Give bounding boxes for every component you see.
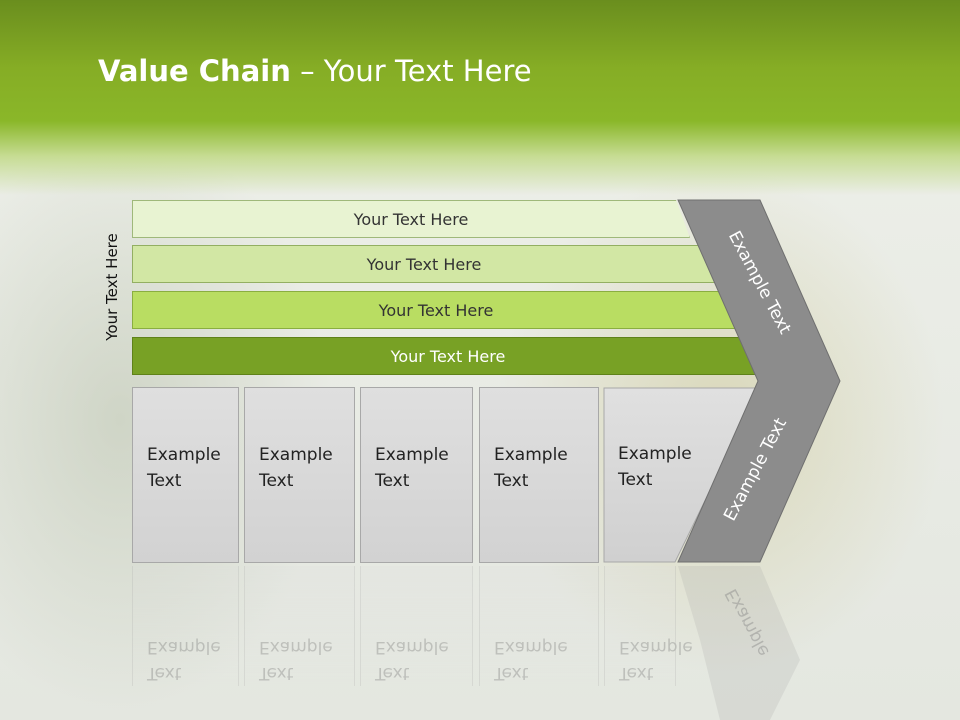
header-band <box>0 0 960 195</box>
example-column-4: Example Text <box>479 387 599 563</box>
reflection-line: Text <box>619 663 654 683</box>
value-bar-4: Your Text Here <box>132 337 764 375</box>
column-2-line1: Example <box>259 445 333 465</box>
title-bold: Value Chain <box>98 54 291 88</box>
column-1-reflection: Text Example <box>132 566 239 686</box>
column-4-line2: Text <box>494 471 529 491</box>
reflection-line: Text <box>147 663 182 683</box>
column-3-reflection: Text Example <box>360 566 473 686</box>
chevron-reflection <box>678 566 800 720</box>
example-column-5: Example Text <box>618 441 692 493</box>
example-column-3: Example Text <box>360 387 473 563</box>
column-4-reflection: Text Example <box>479 566 599 686</box>
value-bar-2: Your Text Here <box>132 245 716 283</box>
slide-title: Value Chain – Your Text Here <box>98 54 532 88</box>
column-3-line1: Example <box>375 445 449 465</box>
column-5-line2: Text <box>618 470 653 490</box>
reflection-line: Example <box>147 637 221 657</box>
title-rest: – Your Text Here <box>290 54 532 88</box>
reflection-line: Example <box>259 637 333 657</box>
example-column-2: Example Text <box>244 387 355 563</box>
example-column-5-shape <box>603 387 761 563</box>
column-5-reflection: Text Example <box>604 566 693 686</box>
column-1-line1: Example <box>147 445 221 465</box>
column-3-line2: Text <box>375 471 410 491</box>
value-bar-1: Your Text Here <box>132 200 690 238</box>
chevron-arrow <box>677 199 841 563</box>
reflection-line: Example <box>619 637 693 657</box>
reflection-line: Text <box>494 663 529 683</box>
column-1-line2: Text <box>147 471 182 491</box>
column-2-line2: Text <box>259 471 294 491</box>
reflection-line: Example <box>494 637 568 657</box>
value-bar-3: Your Text Here <box>132 291 740 329</box>
reflection-line: Example <box>375 637 449 657</box>
example-column-1: Example Text <box>132 387 239 563</box>
column-4-line1: Example <box>494 445 568 465</box>
reflection-line: Text <box>259 663 294 683</box>
column-5-line1: Example <box>618 444 692 464</box>
column-2-reflection: Text Example <box>244 566 355 686</box>
reflection-line: Text <box>375 663 410 683</box>
